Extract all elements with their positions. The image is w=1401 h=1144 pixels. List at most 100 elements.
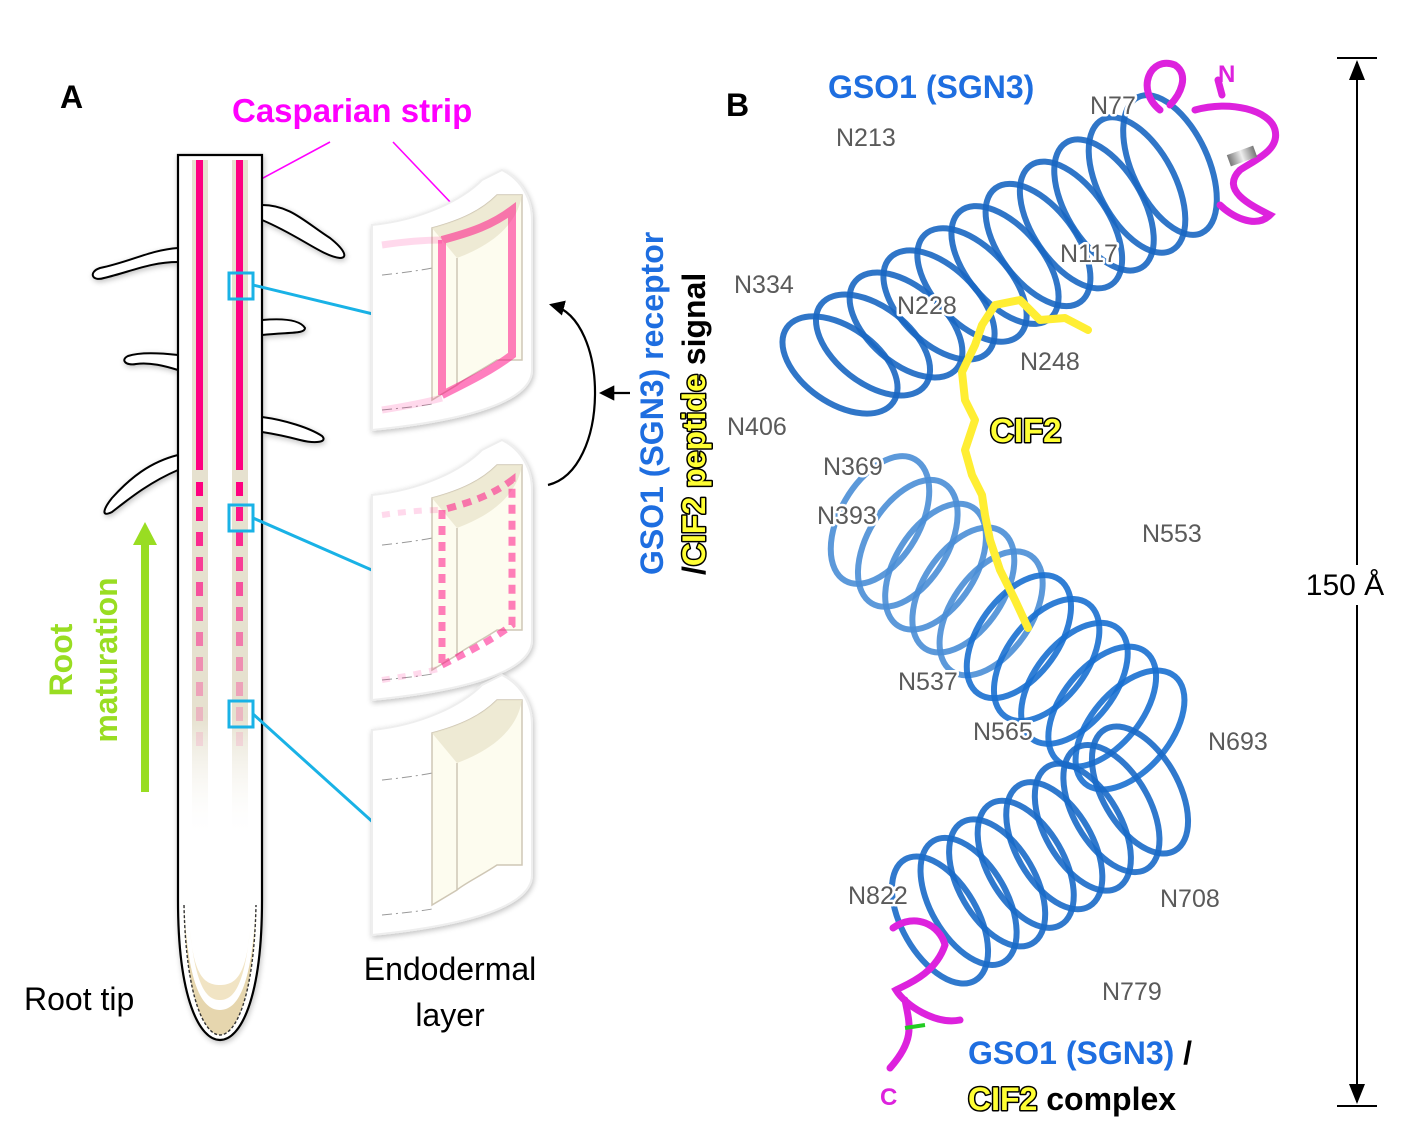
residue-label-n693: N693 bbox=[1208, 728, 1268, 756]
strip-dash bbox=[196, 482, 203, 496]
maturation-label-line1: Root bbox=[43, 623, 79, 696]
residue-label-n406: N406 bbox=[727, 413, 787, 441]
cif2-peptide bbox=[958, 296, 1092, 632]
strip-dash bbox=[196, 582, 203, 596]
scale-label: 150 Å bbox=[1306, 569, 1384, 602]
scale-arrow-up bbox=[1349, 60, 1365, 80]
root-hair bbox=[261, 318, 307, 336]
strip-dash bbox=[236, 582, 243, 596]
strip-dash bbox=[236, 482, 243, 496]
endodermal-label-line2: layer bbox=[415, 997, 485, 1033]
residue-label-n334: N334 bbox=[734, 271, 794, 299]
lrr-loop bbox=[917, 834, 1020, 968]
strip-dash bbox=[236, 632, 243, 646]
lrr-loop bbox=[990, 595, 1103, 725]
protein-ribbon bbox=[779, 92, 1220, 987]
n-terminus-label: N bbox=[1218, 61, 1235, 88]
panel-a-letter: A bbox=[60, 79, 83, 115]
root-hair bbox=[261, 416, 325, 444]
cif2-label: CIF2 bbox=[990, 412, 1062, 449]
casparian-band-faint bbox=[381, 236, 443, 414]
strip-dash bbox=[196, 732, 203, 746]
root-diagram bbox=[91, 153, 346, 1042]
casparian-band-continuous bbox=[438, 202, 516, 399]
residue-label-n213: N213 bbox=[836, 124, 896, 152]
casparian-strip-continuous-right bbox=[236, 160, 243, 470]
residue-label-n369: N369 bbox=[823, 453, 883, 481]
residue-label-n565: N565 bbox=[973, 718, 1033, 746]
disulfide-bond bbox=[904, 1023, 926, 1030]
strip-dash bbox=[196, 532, 203, 546]
signal-label-line2: /CIF2 peptide signal bbox=[676, 273, 712, 575]
residue-label-n393: N393 bbox=[817, 502, 877, 530]
lrr-loop bbox=[1031, 760, 1134, 894]
maturation-arrowhead bbox=[133, 522, 157, 545]
cell-dash bbox=[381, 267, 433, 276]
residue-label-n117: N117 bbox=[1060, 240, 1118, 268]
residue-label-n553: N553 bbox=[1142, 520, 1202, 548]
residue-label-n248: N248 bbox=[1020, 348, 1080, 376]
cell-dash bbox=[381, 537, 433, 546]
root-cap-edge bbox=[183, 904, 257, 1036]
lrr-loop bbox=[1088, 723, 1192, 857]
glycosylation-labels: N77N117N213N228N248N334N369N393N406N537N… bbox=[725, 90, 1271, 1009]
root-outline bbox=[176, 153, 264, 1042]
scale-arrow-down bbox=[1349, 1084, 1365, 1104]
strip-dash bbox=[236, 532, 243, 546]
endodermal-cells bbox=[371, 168, 533, 937]
residue-label-n822: N822 bbox=[848, 882, 908, 910]
feedback-arrow bbox=[547, 300, 597, 487]
strip-dash bbox=[236, 507, 243, 521]
lrr-loop bbox=[946, 816, 1049, 950]
n-helix bbox=[1226, 145, 1258, 167]
root-hair bbox=[103, 454, 179, 515]
strip-dash bbox=[236, 707, 243, 721]
root-hair bbox=[91, 247, 179, 280]
residue-label-n537: N537 bbox=[898, 668, 958, 696]
strip-dash bbox=[236, 557, 243, 571]
c-terminal-cap bbox=[886, 917, 964, 1072]
strip-dash bbox=[236, 607, 243, 621]
lrr-loop bbox=[1018, 619, 1131, 747]
lrr-loop bbox=[779, 313, 901, 417]
casparian-band-patchy bbox=[438, 473, 516, 669]
cell-dash bbox=[381, 772, 433, 781]
endodermal-cell-block bbox=[371, 168, 533, 432]
strip-dash bbox=[196, 557, 203, 571]
root-hair bbox=[261, 204, 346, 260]
endodermal-cell-block bbox=[371, 673, 533, 937]
endodermal-label-line1: Endodermal bbox=[364, 951, 537, 987]
panel-b-title: GSO1 (SGN3) bbox=[828, 69, 1034, 105]
endodermal-cell-block bbox=[371, 438, 533, 702]
casparian-band-faint bbox=[381, 507, 443, 683]
casparian-strip-continuous-left bbox=[196, 160, 203, 470]
root-cap-inner bbox=[190, 930, 250, 1000]
cell-dash bbox=[381, 908, 433, 916]
lrr-loop bbox=[888, 853, 992, 987]
casparian-strip-label: Casparian strip bbox=[232, 92, 472, 129]
strip-dash bbox=[196, 607, 203, 621]
strip-dash bbox=[196, 657, 203, 671]
residue-label-n779: N779 bbox=[1102, 978, 1162, 1006]
lrr-loop bbox=[974, 797, 1077, 931]
lrr-loop bbox=[963, 572, 1075, 702]
casparian-leader-line bbox=[249, 141, 331, 186]
root-hair bbox=[123, 352, 179, 371]
complex-label-line1: GSO1 (SGN3) / bbox=[968, 1035, 1192, 1071]
signal-label: GSO1 (SGN3) receptor /CIF2 peptide signa… bbox=[634, 232, 714, 575]
root-tip-label: Root tip bbox=[24, 981, 134, 1017]
residue-label-n708: N708 bbox=[1160, 885, 1220, 913]
strip-dash bbox=[196, 707, 203, 721]
strip-dash bbox=[236, 657, 243, 671]
panel-b-letter: B bbox=[726, 87, 749, 123]
cell-top-face bbox=[432, 700, 522, 763]
c-terminus-label: C bbox=[880, 1084, 897, 1111]
strip-dash bbox=[236, 682, 243, 696]
residue-label-n228: N228 bbox=[897, 292, 957, 320]
lrr-loop bbox=[1003, 779, 1106, 913]
residue-label-n77: N77 bbox=[1090, 92, 1136, 120]
n-terminal-cap bbox=[1143, 59, 1280, 225]
lrr-loop bbox=[936, 548, 1046, 679]
